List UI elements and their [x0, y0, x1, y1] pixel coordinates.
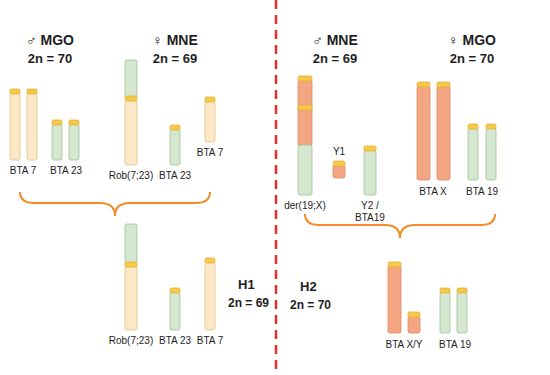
chromosome-label: BTA X: [419, 186, 447, 198]
chromosome-number: 2n = 69: [228, 297, 269, 311]
chromosome-label: der(19;X): [284, 200, 326, 212]
chromosome-label: Rob(7;23): [109, 335, 153, 347]
chromosomes: [10, 60, 496, 333]
chromosome-label: BTA 23: [159, 170, 191, 182]
chromosome-number: 2n = 69: [313, 52, 357, 67]
chromosome-label: BTA 19: [466, 186, 498, 198]
hybrid-label: H1: [238, 278, 255, 293]
chromosome-label: BTA 7: [197, 335, 224, 347]
chromosome-label: Y2 / BTA19: [350, 200, 390, 223]
cross-bracket: [20, 192, 210, 216]
cross-parent: ♂ MGO: [26, 32, 74, 48]
chromosome-label: BTA 23: [50, 165, 82, 177]
hybrid-label: H2: [300, 280, 317, 295]
cross-parent: ♀ MNE: [152, 32, 198, 48]
cross-parent: ♀ MGO: [448, 32, 496, 48]
chromosome-number: 2n = 69: [153, 52, 197, 67]
cross-bracket: [305, 214, 495, 238]
divider-line: [275, 0, 278, 375]
chromosome-label: BTA X/Y: [385, 339, 422, 351]
chromosome-label: BTA 7: [10, 165, 37, 177]
chromosome-number: 2n = 70: [450, 52, 494, 67]
chromosome-label: Y1: [333, 146, 345, 158]
chromosome-label: BTA 19: [439, 339, 471, 351]
chromosome-label: BTA 7: [197, 147, 224, 159]
chromosome-label: BTA 23: [159, 335, 191, 347]
chromosome-label: Rob(7;23): [109, 170, 153, 182]
chromosome-number: 2n = 70: [28, 52, 72, 67]
cross-parent: ♂ MNE: [312, 32, 358, 48]
chromosome-number: 2n = 70: [290, 299, 331, 313]
